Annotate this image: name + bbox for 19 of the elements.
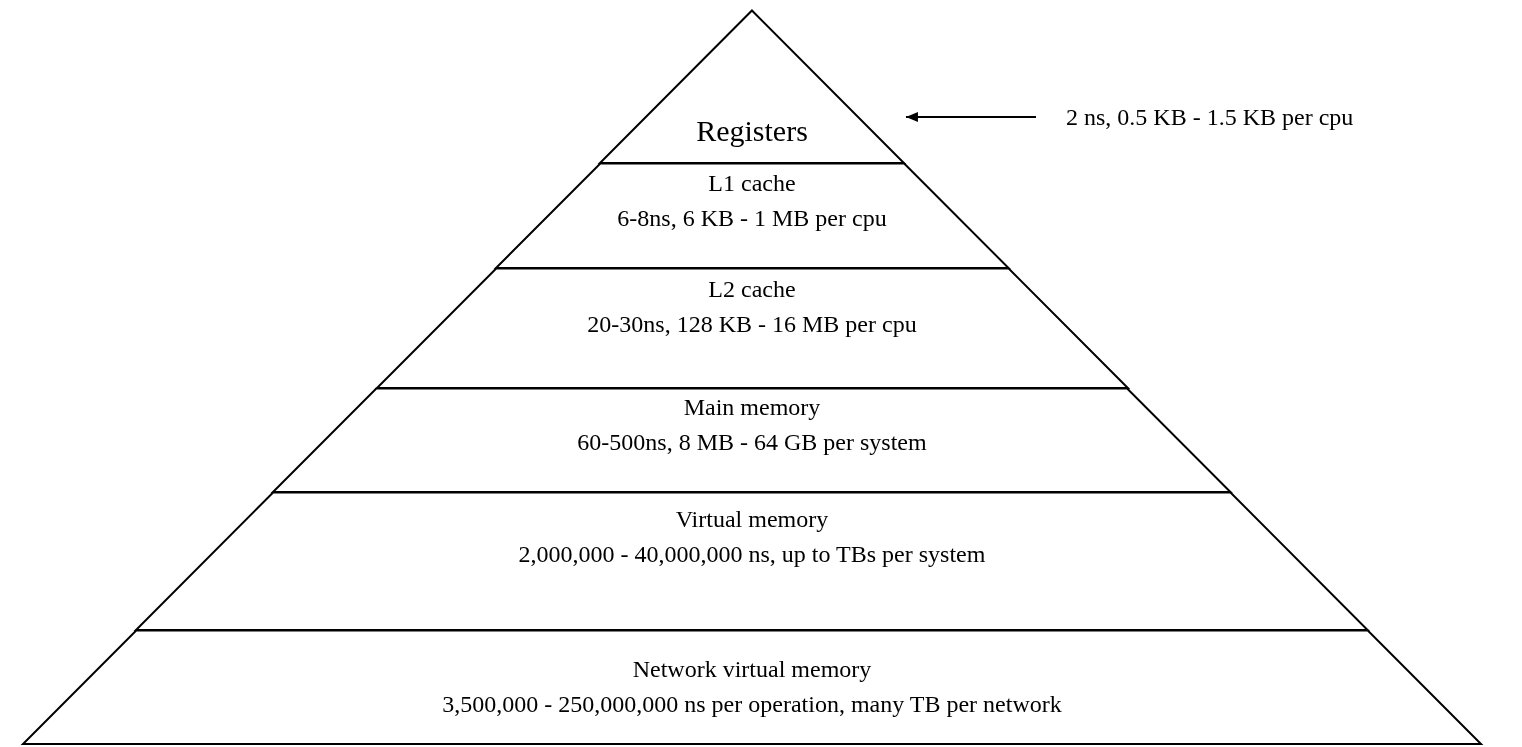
level-specs: 3,500,000 - 250,000,000 ns per operation, many TB per network — [442, 690, 1062, 719]
pyramid-level — [376, 268, 1128, 388]
annotation-text: 2 ns, 0.5 KB - 1.5 KB per cpu — [1066, 103, 1354, 131]
level-name: L2 cache — [708, 275, 796, 304]
pyramid-level — [23, 630, 1481, 744]
level-specs: 6-8ns, 6 KB - 1 MB per cpu — [617, 204, 887, 233]
level-name: Main memory — [683, 393, 821, 422]
pyramid-level — [136, 492, 1368, 630]
level-name: L1 cache — [708, 169, 796, 198]
level-specs: 60-500ns, 8 MB - 64 GB per system — [577, 428, 927, 457]
pyramid-level — [600, 10, 904, 163]
level-name: Virtual memory — [675, 505, 829, 534]
pyramid-level — [495, 163, 1009, 268]
arrow — [904, 112, 1037, 122]
pyramid-level — [273, 388, 1231, 492]
level-specs: 20-30ns, 128 KB - 16 MB per cpu — [587, 310, 917, 339]
level-specs: 2,000,000 - 40,000,000 ns, up to TBs per system — [518, 540, 986, 569]
level-name: Network virtual memory — [632, 655, 872, 684]
level-name: Registers — [696, 113, 808, 148]
